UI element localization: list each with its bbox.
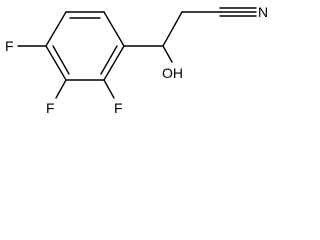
atom-label-fluorine-ortho: F (114, 100, 123, 116)
atom-label-fluorine-para: F (5, 38, 14, 54)
ring-bond-c4-c5 (45, 45, 67, 81)
chemical-structure-diagram: F F F OH N (5, 4, 268, 116)
bond-chiral-carbon-to-methylene (162, 11, 183, 47)
ring-bond-c3-c4 (45, 11, 67, 47)
atom-label-fluorine-meta: F (46, 100, 55, 116)
atom-label-nitrile-nitrogen: N (258, 4, 268, 20)
bond-chiral-carbon-to-hydroxyl (162, 45, 173, 63)
ring-bond-c6-c1 (103, 45, 125, 81)
bond-ring-to-f-meta (55, 79, 67, 99)
ring-double-bond-c6-c1 (100, 45, 118, 75)
benzene-ring (45, 11, 125, 81)
nitrile-triple-bond (219, 7, 257, 17)
bond-ring-to-f-ortho (103, 79, 115, 99)
ring-double-bond-c4-c5 (52, 45, 70, 75)
atom-label-hydroxyl: OH (162, 65, 183, 81)
ring-bond-c1-c2 (103, 11, 125, 47)
